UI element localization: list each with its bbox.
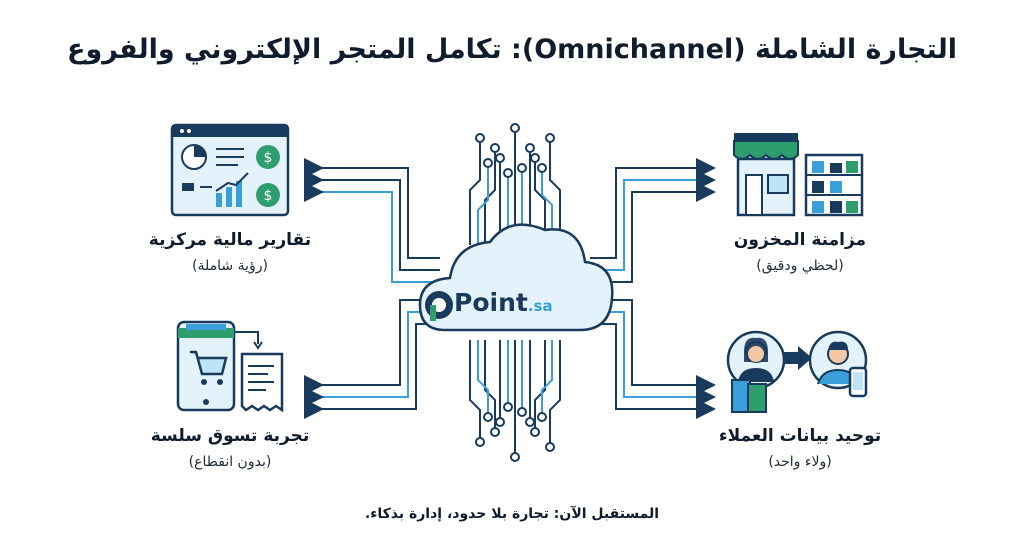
point-logo-icon <box>425 291 453 321</box>
footer-tagline: المستقبل الآن: تجارة بلا حدود، إدارة بذك… <box>364 506 660 522</box>
node-bottom-left: تجربة تسوق سلسة (بدون انقطاع) <box>120 426 340 470</box>
point-brand: Point.sa <box>454 288 584 328</box>
node-top-left-label: تقارير مالية مركزية <box>148 230 312 250</box>
node-bottom-right-sub: (ولاء واحد) <box>768 454 832 470</box>
node-top-right-label: مزامنة المخزون <box>733 230 867 250</box>
node-bottom-left-label: تجربة تسوق سلسة <box>150 426 310 446</box>
cloud-shape <box>418 223 614 332</box>
mobile-shopping-icon <box>176 320 284 413</box>
svg-text:$: $ <box>264 150 273 166</box>
brand-suffix: .sa <box>527 297 553 315</box>
circuit-nodes-top <box>475 123 555 178</box>
circuit-lines-bottom <box>469 340 561 455</box>
connector-top-left <box>304 158 440 283</box>
node-top-left: تقارير مالية مركزية (رؤية شاملة) <box>120 230 340 274</box>
customer-profile-icon <box>726 330 868 413</box>
brand-name: Point <box>454 288 528 317</box>
circuit-nodes-bottom <box>475 402 555 462</box>
node-top-right: مزامنة المخزون (لحظي ودقيق) <box>690 230 910 274</box>
store-inventory-icon <box>733 133 864 217</box>
financial-dashboard-icon: $ $ <box>170 123 290 217</box>
circuit-lines-bottom-light <box>477 340 553 415</box>
node-bottom-right-label: توحيد بيانات العملاء <box>718 426 882 446</box>
node-top-left-sub: (رؤية شاملة) <box>192 258 268 274</box>
node-bottom-left-sub: (بدون انقطاع) <box>188 454 272 470</box>
node-top-right-sub: (لحظي ودقيق) <box>756 258 844 274</box>
page-title: التجارة الشاملة (Omnichannel): تكامل الم… <box>67 34 957 65</box>
svg-text:$: $ <box>264 188 273 204</box>
node-bottom-right: توحيد بيانات العملاء (ولاء واحد) <box>690 426 910 470</box>
